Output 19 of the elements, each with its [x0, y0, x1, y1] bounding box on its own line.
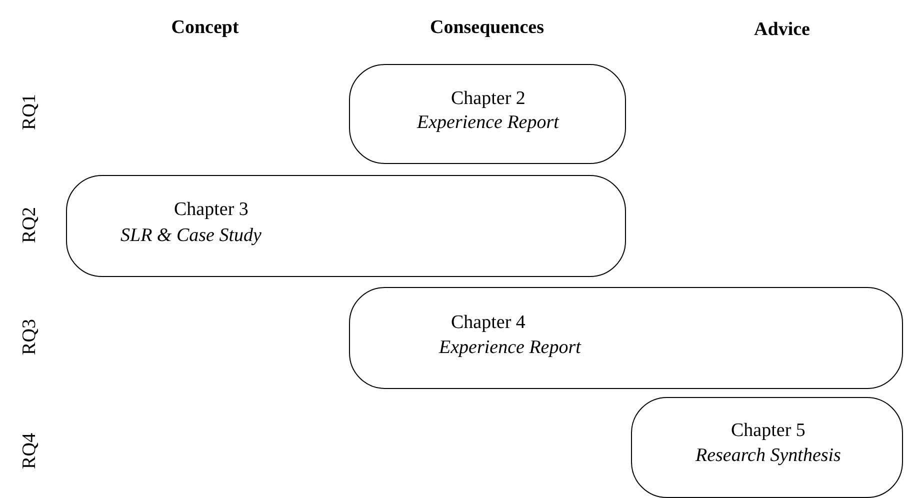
- row-label: RQ1: [19, 94, 41, 130]
- method-subtitle: Research Synthesis: [696, 444, 841, 468]
- column-header: Concept: [171, 17, 239, 39]
- column-header: Consequences: [430, 17, 544, 39]
- column-header: Advice: [754, 19, 810, 41]
- rounded-box: [349, 287, 903, 389]
- rounded-box: [66, 175, 626, 277]
- chapter-heading: Chapter 3: [174, 198, 248, 222]
- method-subtitle: Experience Report: [439, 336, 581, 360]
- row-label: RQ2: [19, 207, 41, 243]
- method-subtitle: SLR & Case Study: [120, 224, 262, 248]
- method-subtitle: Experience Report: [417, 111, 559, 135]
- chapter-heading: Chapter 2: [451, 87, 526, 111]
- rounded-box: [631, 397, 903, 498]
- row-label: RQ4: [19, 433, 41, 469]
- chapter-heading: Chapter 5: [731, 419, 806, 443]
- row-label: RQ3: [19, 319, 41, 355]
- chapter-heading: Chapter 4: [451, 311, 526, 335]
- rounded-box: [349, 64, 626, 164]
